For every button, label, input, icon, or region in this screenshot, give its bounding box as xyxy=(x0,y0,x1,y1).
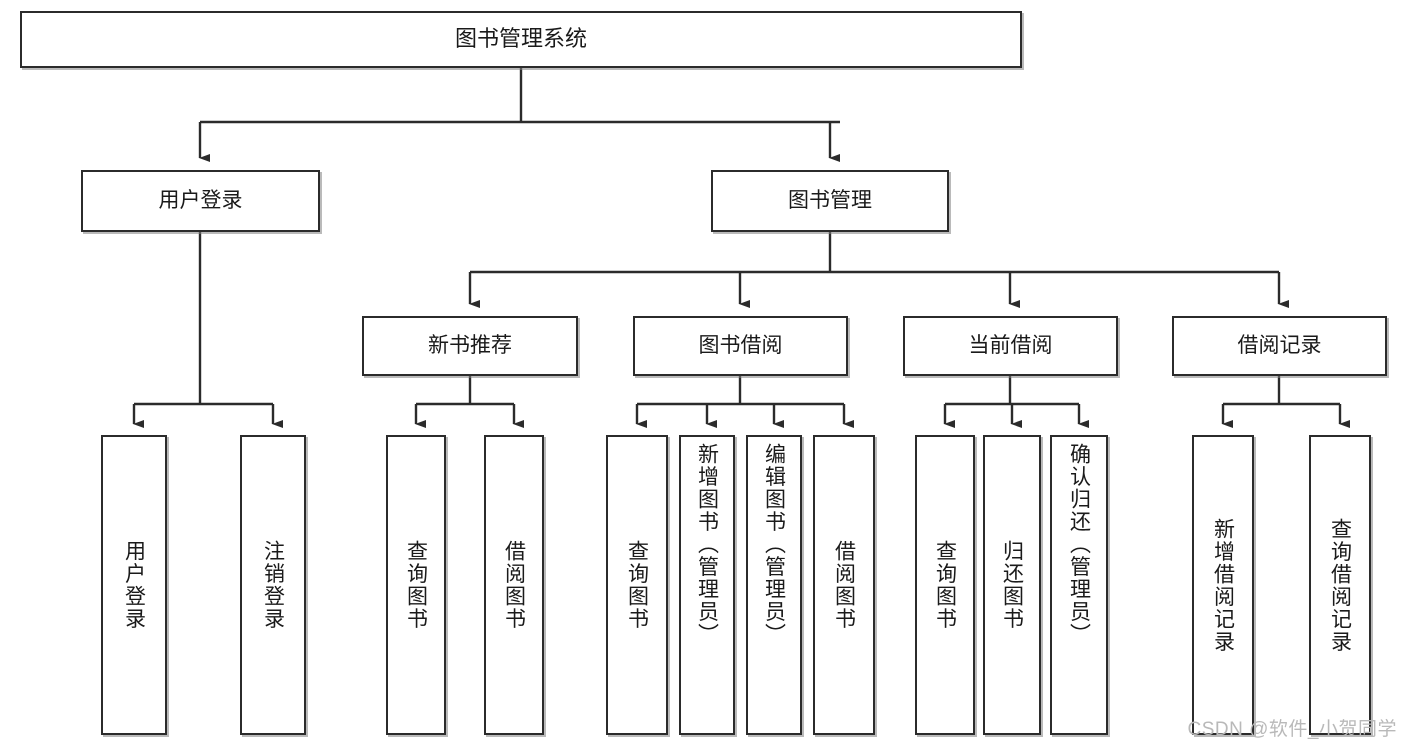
node-leaf-query-book-2-label: 查询图书 xyxy=(625,540,649,630)
node-user-login[interactable]: 用户登录 xyxy=(81,170,320,232)
node-leaf-user-login-label: 用户登录 xyxy=(122,540,146,630)
node-current-borrow-label: 当前借阅 xyxy=(968,334,1053,358)
watermark: CSDN @软件_小贺同学 xyxy=(1187,719,1397,740)
node-leaf-query-record[interactable]: 查询借阅记录 xyxy=(1309,435,1371,735)
node-new-book-recommend[interactable]: 新书推荐 xyxy=(362,316,578,376)
node-leaf-confirm-return-label: 确认归还（管理员） xyxy=(1067,443,1091,646)
node-leaf-return-book-label: 归还图书 xyxy=(1000,540,1024,630)
node-leaf-return-book[interactable]: 归还图书 xyxy=(983,435,1041,735)
node-leaf-add-record[interactable]: 新增借阅记录 xyxy=(1192,435,1254,735)
node-leaf-query-book-3-label: 查询图书 xyxy=(933,540,957,630)
node-leaf-edit-book-label: 编辑图书（管理员） xyxy=(762,443,786,646)
node-leaf-user-login[interactable]: 用户登录 xyxy=(101,435,167,735)
node-root[interactable]: 图书管理系统 xyxy=(20,11,1022,68)
node-leaf-borrow-book-2[interactable]: 借阅图书 xyxy=(813,435,875,735)
node-leaf-borrow-book-1[interactable]: 借阅图书 xyxy=(484,435,544,735)
node-leaf-query-record-label: 查询借阅记录 xyxy=(1328,517,1352,653)
node-book-management[interactable]: 图书管理 xyxy=(711,170,949,232)
node-leaf-add-book[interactable]: 新增图书（管理员） xyxy=(679,435,735,735)
node-leaf-borrow-book-2-label: 借阅图书 xyxy=(832,540,856,630)
node-leaf-borrow-book-1-label: 借阅图书 xyxy=(502,540,526,630)
node-borrow-record-label: 借阅记录 xyxy=(1237,334,1322,358)
node-leaf-query-book-1[interactable]: 查询图书 xyxy=(386,435,446,735)
node-leaf-logout[interactable]: 注销登录 xyxy=(240,435,306,735)
node-root-label: 图书管理系统 xyxy=(454,26,587,52)
node-leaf-query-book-3[interactable]: 查询图书 xyxy=(915,435,975,735)
node-user-login-label: 用户登录 xyxy=(158,189,243,213)
node-leaf-logout-label: 注销登录 xyxy=(261,540,285,630)
node-leaf-edit-book[interactable]: 编辑图书（管理员） xyxy=(746,435,802,735)
node-new-book-recommend-label: 新书推荐 xyxy=(428,334,512,358)
node-current-borrow[interactable]: 当前借阅 xyxy=(903,316,1118,376)
node-leaf-query-book-2[interactable]: 查询图书 xyxy=(606,435,668,735)
node-leaf-query-book-1-label: 查询图书 xyxy=(404,540,428,630)
node-borrow-record[interactable]: 借阅记录 xyxy=(1172,316,1387,376)
node-leaf-add-record-label: 新增借阅记录 xyxy=(1211,517,1235,653)
node-book-borrow[interactable]: 图书借阅 xyxy=(633,316,848,376)
node-book-borrow-label: 图书借阅 xyxy=(698,334,783,358)
node-leaf-add-book-label: 新增图书（管理员） xyxy=(695,443,719,646)
node-book-management-label: 图书管理 xyxy=(788,189,872,213)
node-leaf-confirm-return[interactable]: 确认归还（管理员） xyxy=(1050,435,1108,735)
